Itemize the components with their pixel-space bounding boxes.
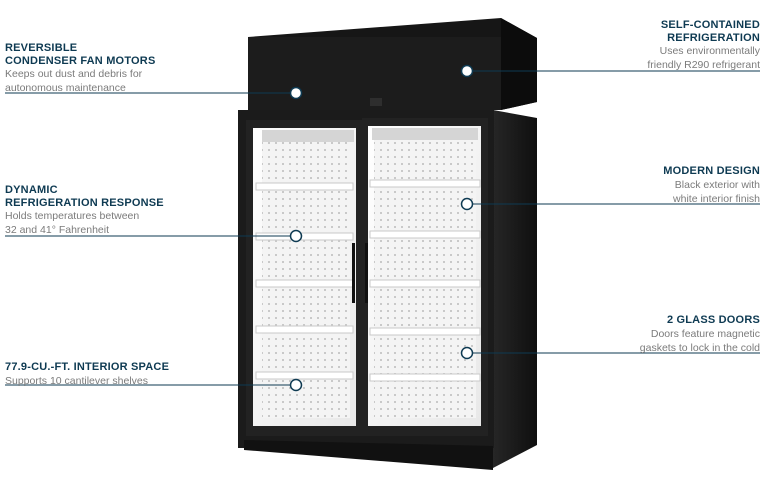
cabinet-base [244,440,493,470]
left-glass-door [246,120,362,436]
thermostat-display [370,98,382,106]
callout-description: Uses environmentally friendly R290 refri… [647,45,760,71]
interior-marker [289,378,303,392]
callout-description: Keeps out dust and debris for autonomous… [5,68,143,94]
callout-refrigeration: SELF-CONTAINED REFRIGERATION Uses enviro… [520,19,760,72]
callout-glass-doors: 2 GLASS DOORS Doors feature magnetic gas… [520,314,760,355]
condensing-unit [248,18,537,110]
callout-description: Holds temperatures between 32 and 41° Fa… [5,210,140,236]
right-door-handle [365,243,368,303]
callout-title: DYNAMIC REFRIGERATION RESPONSE [5,184,164,209]
callout-modern-design: MODERN DESIGN Black exterior with white … [520,165,760,206]
callout-dynamic-refrigeration: DYNAMIC REFRIGERATION RESPONSE Holds tem… [5,184,245,237]
callout-title: 77.9-CU.-FT. INTERIOR SPACE [5,361,170,373]
design-marker [460,197,474,211]
callout-title: REVERSIBLE CONDENSER FAN MOTORS [5,42,156,67]
callout-title: 2 GLASS DOORS [666,314,760,326]
dynamic-marker [289,229,303,243]
cabinet-side [493,110,537,468]
callout-description: Black exterior with white interior finis… [673,178,760,205]
right-glass-door [362,118,488,436]
callout-description: Doors feature magnetic gaskets to lock i… [639,327,760,354]
fan-motors-marker [289,86,303,100]
callout-interior-space: 77.9-CU.-FT. INTERIOR SPACE Supports 10 … [5,361,245,388]
callout-title: SELF-CONTAINED REFRIGERATION [660,19,760,44]
refrigeration-marker [460,64,474,78]
doors-marker [460,346,474,360]
callout-description: Supports 10 cantilever shelves [5,374,148,387]
callout-fan-motors: REVERSIBLE CONDENSER FAN MOTORS Keeps ou… [5,42,245,95]
left-door-handle [352,243,355,303]
callout-title: MODERN DESIGN [663,165,760,177]
